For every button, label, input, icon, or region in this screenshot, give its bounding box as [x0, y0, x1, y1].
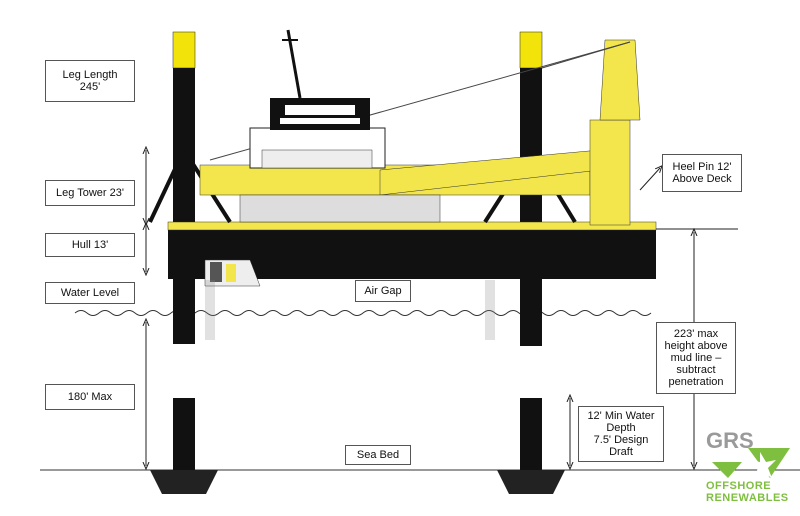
max-depth-label: 180' Max: [45, 384, 135, 410]
heel-pin-label: Heel Pin 12' Above Deck: [662, 154, 742, 192]
hull: [167, 221, 657, 287]
logo-renewables-text: RENEWABLES: [706, 492, 789, 504]
leg-tower-label: Leg Tower 23': [45, 180, 135, 206]
max-height-label: 223' max height above mud line – subtrac…: [656, 322, 736, 394]
grs-logo-text: GRS: [706, 428, 754, 453]
bridge-house: [249, 29, 386, 169]
water-wave-line: [74, 310, 652, 316]
leg-length-label: Leg Length 245': [45, 60, 135, 102]
logo-offshore-text: OFFSHORE: [706, 480, 772, 492]
leg-reflections: [205, 280, 495, 340]
min-water-depth-label: 12' Min Water Depth 7.5' Design Draft: [578, 406, 664, 462]
water-level-label: Water Level: [45, 282, 135, 304]
hull-label: Hull 13': [45, 233, 135, 257]
air-gap-label: Air Gap: [355, 280, 411, 302]
grs-logo-mark: [712, 448, 790, 478]
sea-bed-label: Sea Bed: [345, 445, 411, 465]
